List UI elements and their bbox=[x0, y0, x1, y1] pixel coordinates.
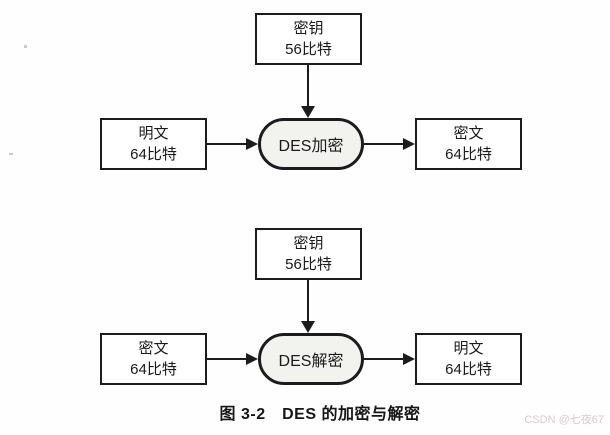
encryption-ciphertext-label: 密文 bbox=[453, 125, 484, 142]
decryption-output-arrowhead-icon bbox=[403, 353, 415, 365]
decryption-process-label: DES解密 bbox=[278, 353, 344, 370]
encryption-key-label: 密钥 bbox=[293, 20, 324, 37]
csdn-watermark: CSDN @七夜67 bbox=[524, 414, 604, 426]
decryption-ciphertext-bits: 64比特 bbox=[130, 361, 177, 378]
encryption-plaintext-box: 明文 64比特 bbox=[100, 118, 207, 170]
decryption-key-box: 密钥 56比特 bbox=[255, 228, 362, 280]
encryption-process-label: DES加密 bbox=[278, 138, 344, 155]
scan-artifact bbox=[24, 45, 27, 48]
encryption-key-arrowhead-icon bbox=[301, 106, 315, 118]
encryption-ciphertext-box: 密文 64比特 bbox=[415, 118, 522, 170]
decryption-key-arrow-line bbox=[307, 280, 309, 321]
encryption-ciphertext-bits: 64比特 bbox=[445, 146, 492, 163]
decryption-ciphertext-box: 密文 64比特 bbox=[100, 333, 207, 385]
scan-artifact bbox=[9, 153, 13, 155]
decryption-key-arrowhead-icon bbox=[301, 321, 315, 333]
encryption-input-arrow-line bbox=[207, 143, 248, 145]
decryption-output-arrow-line bbox=[364, 358, 403, 360]
decryption-key-label: 密钥 bbox=[293, 235, 324, 252]
decryption-input-arrow-line bbox=[207, 358, 248, 360]
encryption-plaintext-bits: 64比特 bbox=[130, 146, 177, 163]
decryption-key-bits: 56比特 bbox=[285, 256, 332, 273]
encryption-input-arrowhead-icon bbox=[246, 138, 258, 150]
encryption-key-box: 密钥 56比特 bbox=[255, 13, 362, 65]
decryption-process-node: DES解密 bbox=[258, 333, 364, 385]
decryption-ciphertext-label: 密文 bbox=[138, 340, 169, 357]
figure-caption: 图 3-2 DES 的加密与解密 bbox=[219, 406, 421, 423]
decryption-plaintext-bits: 64比特 bbox=[445, 361, 492, 378]
encryption-process-node: DES加密 bbox=[258, 118, 364, 170]
encryption-key-arrow-line bbox=[307, 65, 309, 107]
encryption-output-arrowhead-icon bbox=[403, 138, 415, 150]
decryption-input-arrowhead-icon bbox=[246, 353, 258, 365]
encryption-output-arrow-line bbox=[364, 143, 403, 145]
decryption-plaintext-label: 明文 bbox=[453, 340, 484, 357]
encryption-key-bits: 56比特 bbox=[285, 41, 332, 58]
encryption-plaintext-label: 明文 bbox=[138, 125, 169, 142]
decryption-plaintext-box: 明文 64比特 bbox=[415, 333, 522, 385]
